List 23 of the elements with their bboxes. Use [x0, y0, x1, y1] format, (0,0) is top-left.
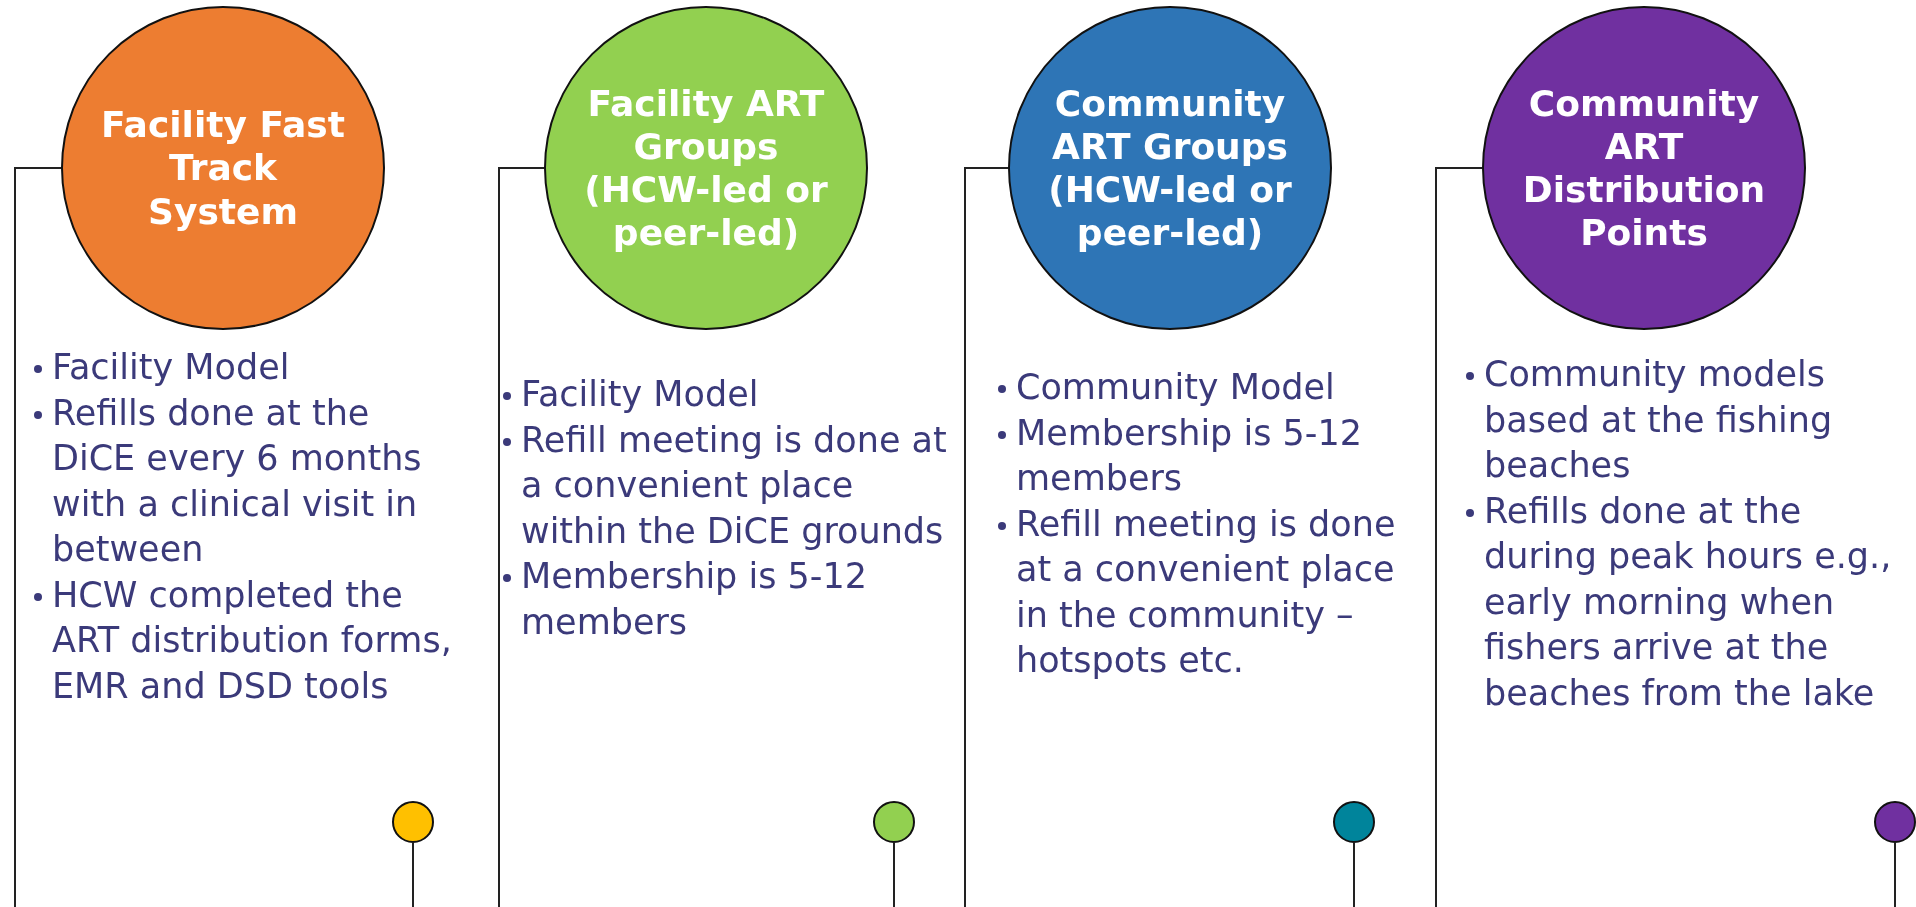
connector-line	[14, 167, 414, 907]
title-circle: Community ART Distribution Points	[1482, 6, 1806, 330]
connector-line	[964, 167, 1355, 907]
bullet-text: Facility Model	[52, 347, 290, 387]
dot-marker	[1874, 801, 1916, 843]
dot-marker	[1333, 801, 1375, 843]
bullet-text: Community models based at the fishing beaches	[1484, 354, 1833, 485]
title-circle: Community ART Groups (HCW-led or peer-led)	[1008, 6, 1332, 330]
bullet-text: Refill meeting is done at a convenient place within the DiCE grounds	[521, 419, 947, 551]
bullet-text: HCW completed the ART distribution forms, EMR and DSD tools	[52, 574, 452, 706]
bullet-text: Refill meeting is done at a convenient place in the community – hotspots etc.	[1016, 503, 1396, 680]
title-circle: Facility Fast Track System	[61, 6, 385, 330]
connector-line	[498, 167, 895, 907]
bullet-text: Refills done at the DiCE every 6 months with a clinical visit in between	[52, 392, 422, 569]
dot-marker	[873, 801, 915, 843]
title-circle: Facility ART Groups (HCW-led or peer-led)	[544, 6, 868, 330]
bullet-text: Community Model	[1016, 367, 1335, 407]
bullet-text: Refills done at the during peak hours e.g., early morning when fishers arrive at the beaches from the lake	[1484, 490, 1892, 713]
bullet-text: Facility Model	[521, 374, 759, 414]
dot-marker	[392, 801, 434, 843]
connector-line	[1435, 167, 1896, 907]
bullet-text: Membership is 5-12 members	[521, 556, 867, 642]
bullet-text: Membership is 5-12 members	[1016, 412, 1362, 498]
